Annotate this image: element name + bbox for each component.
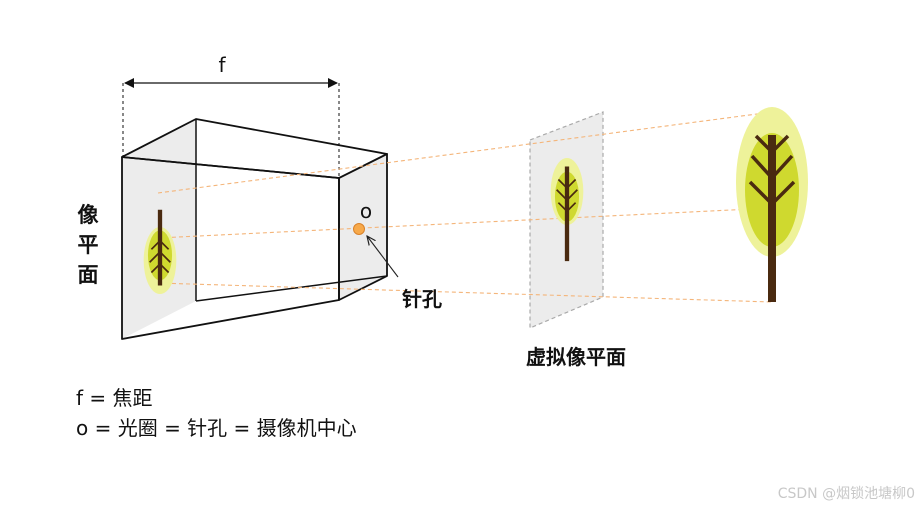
image-plane-label-char-3: 面 bbox=[78, 263, 99, 287]
focal-length-label: f bbox=[218, 53, 226, 77]
tree-icon bbox=[550, 157, 584, 262]
watermark: CSDN @烟锁池塘柳0 bbox=[777, 486, 915, 502]
image-plane-label-char-2: 平 bbox=[78, 233, 99, 257]
pinhole-pointer-arrow bbox=[367, 236, 399, 278]
tree-icon bbox=[736, 107, 808, 302]
image-plane-label-char-1: 像 bbox=[78, 203, 100, 227]
legend-focal-length: f = 焦距 bbox=[76, 386, 153, 410]
image-plane-label: 像 平 面 bbox=[78, 203, 100, 287]
pinhole-point bbox=[353, 223, 365, 235]
tree-icon bbox=[143, 209, 177, 295]
focal-length-dimension: f bbox=[122, 53, 340, 178]
aperture-label: o bbox=[360, 199, 372, 223]
pinhole-label: 针孔 bbox=[402, 287, 442, 311]
projection-rays bbox=[157, 111, 773, 303]
virtual-image-plane-label: 虚拟像平面 bbox=[526, 345, 626, 369]
legend-aperture: o = 光圈 = 针孔 = 摄像机中心 bbox=[76, 416, 357, 440]
